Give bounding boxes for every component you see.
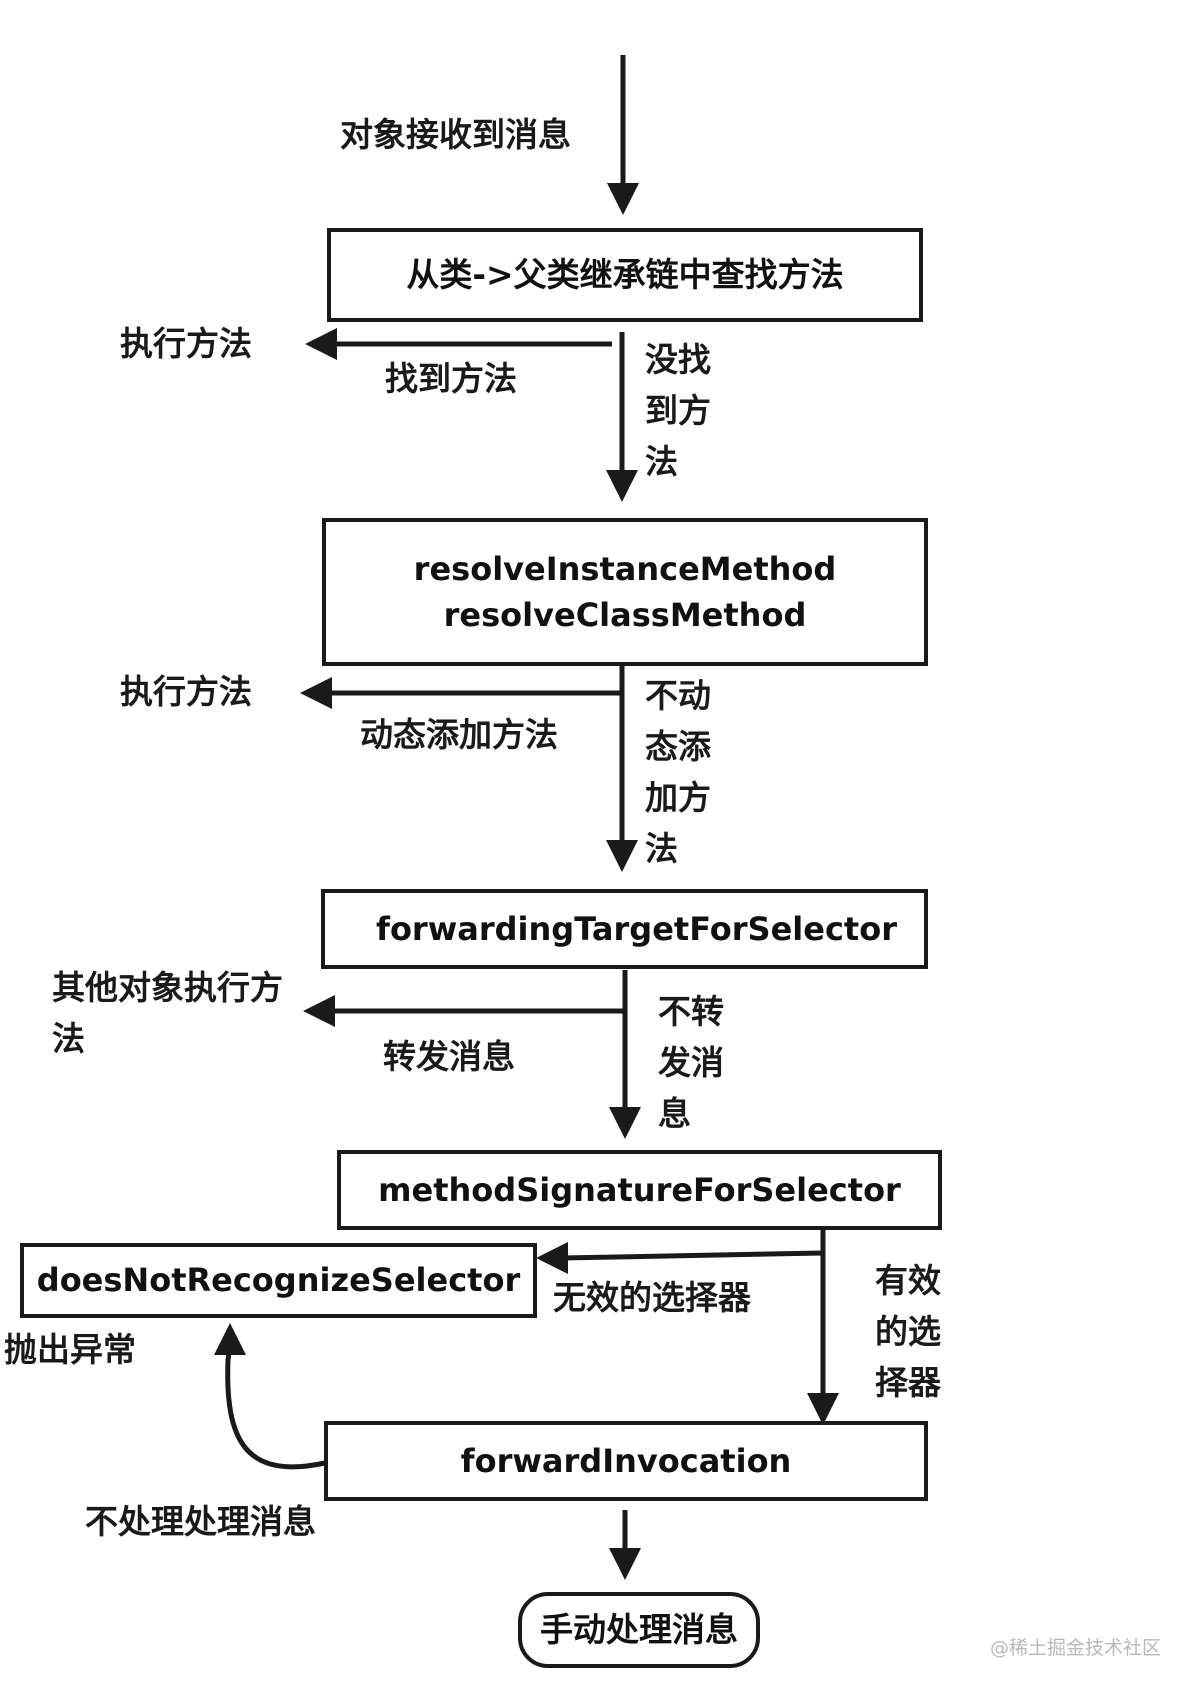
resolve-instance-method-label: resolveInstanceMethod (413, 549, 837, 588)
not-handle-handle-label: 不处理处理消息 (85, 1502, 316, 1541)
arrowhead-forward (303, 995, 335, 1027)
arrowhead-no-forward (609, 1107, 641, 1139)
resolve-class-method-label: resolveClassMethod (443, 596, 807, 634)
arrowhead-manual (609, 1548, 641, 1580)
forwarding-target-label: forwardingTargetForSelector (376, 909, 897, 948)
manual-handle-label: 手动处理消息 (540, 1610, 738, 1650)
valid-selector-label: 有效的选择器 (875, 1261, 941, 1403)
watermark: @稀土掘金技术社区 (990, 1637, 1162, 1659)
no-forward-label: 不转发消息 (658, 992, 724, 1134)
no-dynamic-add-label: 不动态添加方法 (645, 676, 711, 869)
arrow-invalid (561, 1250, 824, 1261)
other-object-execute-label: 其他对象执行方法 (52, 962, 292, 1064)
found-method-label: 找到方法 (385, 359, 517, 398)
invalid-selector-label: 无效的选择器 (553, 1278, 751, 1317)
arrowhead-no-dynamic (606, 840, 638, 872)
execute-method-label-2: 执行方法 (120, 672, 252, 711)
arrow-not-handle (225, 1344, 326, 1470)
arrowhead-not-handle (214, 1323, 246, 1355)
receive-message-label: 对象接收到消息 (340, 115, 571, 154)
method-signature-box: methodSignatureForSelector (337, 1150, 942, 1230)
arrowhead-invalid (536, 1242, 568, 1274)
manual-handle-box: 手动处理消息 (518, 1592, 760, 1668)
throw-exception-label: 抛出异常 (4, 1330, 136, 1369)
not-found-method-label: 没找到方法 (645, 340, 711, 482)
method-signature-label: methodSignatureForSelector (378, 1170, 901, 1209)
lookup-box: 从类->父类继承链中查找方法 (327, 228, 923, 322)
arrowhead-dynamic (300, 677, 332, 709)
forward-message-label: 转发消息 (383, 1037, 515, 1076)
dynamic-add-label: 动态添加方法 (360, 715, 558, 754)
lookup-label: 从类->父类继承链中查找方法 (406, 255, 844, 295)
other-object-execute-text: 其他对象执行方法 (52, 968, 283, 1059)
arrowhead-found (305, 328, 337, 360)
forwarding-target-box: forwardingTargetForSelector (321, 889, 928, 969)
forward-invocation-box: forwardInvocation (324, 1421, 928, 1501)
arrowhead-not-found (606, 470, 638, 502)
arrowhead-valid (807, 1393, 839, 1425)
does-not-recognize-label: doesNotRecognizeSelector (36, 1261, 521, 1300)
execute-method-label-1: 执行方法 (120, 324, 252, 363)
arrowhead-entry (607, 183, 639, 215)
resolve-method-box: resolveInstanceMethod resolveClassMethod (322, 518, 928, 666)
does-not-recognize-box: doesNotRecognizeSelector (20, 1243, 537, 1318)
forward-invocation-label: forwardInvocation (460, 1441, 792, 1480)
